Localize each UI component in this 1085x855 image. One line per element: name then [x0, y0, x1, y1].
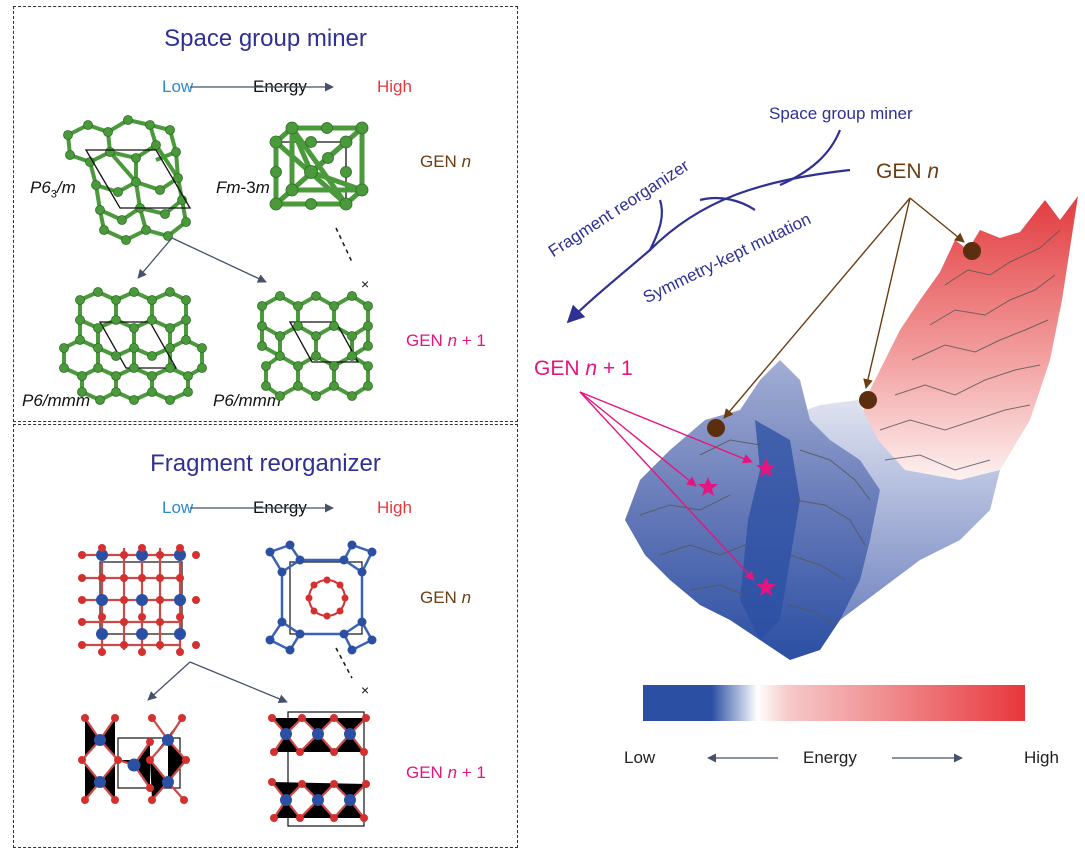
rejected-cross-top: ×: [361, 276, 370, 292]
fragment-reorganizer-title: Fragment reorganizer: [150, 450, 381, 477]
symmetry-branch: [699, 196, 756, 211]
gen-n-point-2: [859, 391, 877, 409]
fragment-branch: [649, 199, 664, 251]
arrow-to-right-child-bottom: [189, 661, 288, 704]
gen-n-label: GEN n: [420, 152, 472, 171]
energy-high-label: High: [377, 77, 412, 96]
gen-n-plus-1-arrows: [579, 391, 755, 581]
space-group-miner-graphics: [59, 82, 373, 405]
rejected-cross-bottom: ×: [361, 682, 370, 698]
gen-n-arrows: [723, 197, 965, 419]
colorbar-high-label: High: [1024, 748, 1059, 767]
gen-n-points: [707, 242, 981, 437]
gen-n-plus-1-label: GEN n + 1: [406, 331, 486, 350]
energy-high-label-bottom: High: [377, 498, 412, 517]
landscape-gen-n-plus-1-label: GEN n + 1: [534, 357, 633, 380]
gen-n-point-3: [707, 419, 725, 437]
gen-n-plus-1-points: [698, 458, 776, 596]
right-gen-n-structure: [265, 540, 377, 655]
basin-deep: [740, 420, 800, 640]
colorbar-energy-label: Energy: [803, 748, 857, 767]
high-energy-ridge: [860, 196, 1078, 500]
right-gen-n1-structure: [268, 711, 370, 827]
arrow-to-left-child-bottom: [147, 661, 191, 701]
left-gen-n1-structure: [78, 714, 190, 804]
search-flow-arrows: [566, 129, 851, 324]
fragment-reorganizer-panel: [13, 424, 518, 848]
p6mmm-right-unit-cell: [288, 321, 360, 363]
gen-n-label-bottom: GEN n: [420, 588, 472, 607]
rejection-dashed-line-bottom: [335, 647, 353, 679]
space-group-branch: [779, 129, 842, 187]
space-group-p6mmm-left-label: P6/mmm: [22, 391, 90, 410]
energy-landscape: [566, 129, 1078, 660]
p6mmm-right-structure: [260, 293, 370, 399]
p6mmm-left-atoms: [59, 287, 207, 405]
contour-lines: [639, 229, 1061, 626]
space-group-p63m-label: P63/m: [30, 178, 76, 201]
energy-colorbar: [643, 685, 1025, 721]
space-group-fm3m-label: Fm-3m: [216, 178, 270, 197]
fragment-reorganizer-graphics: [78, 503, 377, 827]
space-group-miner-flow-label: Space group miner: [769, 104, 913, 123]
colorbar-low-label: Low: [624, 748, 656, 767]
p6mmm-right-atoms: [257, 291, 373, 401]
space-group-miner-panel: [13, 6, 518, 422]
left-gen-n-structure: [78, 544, 200, 656]
gen-n-point-1: [963, 242, 981, 260]
rejection-dashed-line-top: [335, 227, 353, 263]
gen-n-plus-1-star-3: [756, 577, 776, 596]
gen-n-plus-1-star-1: [756, 458, 776, 477]
energy-low-label-bottom: Low: [162, 498, 194, 517]
space-group-miner-title: Space group miner: [164, 25, 367, 52]
main-flow-arrow: [566, 168, 851, 324]
arrow-to-right-child-top: [171, 237, 267, 283]
landscape-gen-n-label: GEN n: [876, 160, 940, 183]
arrow-to-left-child-top: [137, 237, 173, 279]
gen-n-plus-1-label-bottom: GEN n + 1: [406, 763, 486, 782]
gen-n-plus-1-star-2: [698, 477, 718, 496]
fm3m-structure: [269, 121, 369, 211]
p63m-unit-cell: [84, 149, 192, 209]
colorbar-axis: [707, 753, 963, 763]
p63m-structure: [65, 117, 189, 243]
energy-low-label: Low: [162, 77, 194, 96]
space-group-p6mmm-right-label: P6/mmm: [213, 391, 281, 410]
